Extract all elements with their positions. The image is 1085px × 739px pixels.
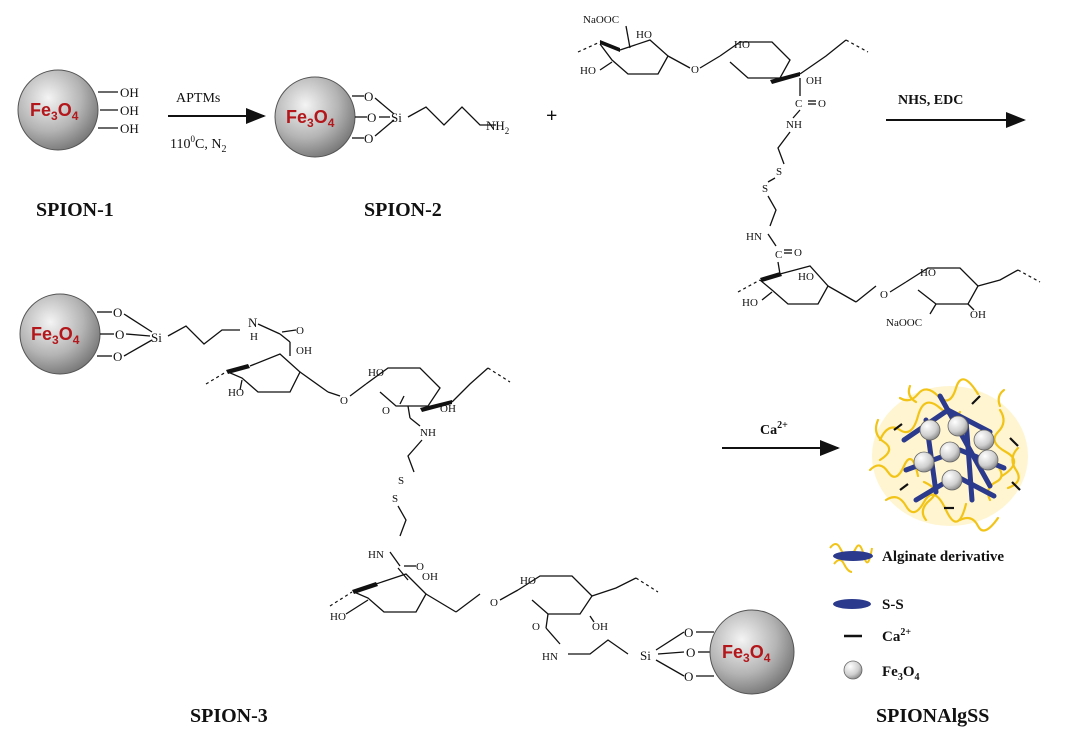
spionalgss-nanoparticle <box>868 378 1028 532</box>
svg-text:S: S <box>762 183 768 195</box>
svg-text:O: O <box>532 621 540 633</box>
svg-text:S: S <box>392 493 398 505</box>
svg-text:OH: OH <box>296 345 312 357</box>
svg-text:H: H <box>250 331 258 343</box>
svg-text:OH: OH <box>440 403 456 415</box>
step-3-arrow: Ca2+ <box>722 420 840 456</box>
svg-text:O: O <box>818 98 826 110</box>
particle-label: Fe3O4 <box>286 107 335 130</box>
svg-text:NH: NH <box>786 119 802 131</box>
svg-text:O: O <box>684 669 693 684</box>
svg-text:HO: HO <box>734 39 750 51</box>
plus-sign: + <box>546 105 557 127</box>
svg-text:OH: OH <box>806 75 822 87</box>
svg-text:S-S: S-S <box>882 597 904 613</box>
spion-1-particle: Fe3O4 OH OH OH <box>17 69 139 151</box>
svg-text:O: O <box>364 89 373 104</box>
svg-text:O: O <box>416 561 424 573</box>
spion-3-structure: Fe3O4 O O O Si N H O OH HO O HO <box>19 293 795 695</box>
svg-text:Fe3O4: Fe3O4 <box>882 664 920 683</box>
amine-label: NH2 <box>486 118 509 136</box>
svg-text:O: O <box>296 325 304 337</box>
svg-text:HO: HO <box>368 367 384 379</box>
svg-text:Si: Si <box>640 648 651 663</box>
svg-text:NH: NH <box>420 427 436 439</box>
hydroxyl-label: OH <box>120 121 139 136</box>
svg-text:HO: HO <box>520 575 536 587</box>
svg-text:NaOOC: NaOOC <box>886 317 922 329</box>
step-1-conditions: 1100C, N2 <box>170 134 226 155</box>
step-2-arrow: NHS, EDC <box>886 93 1026 128</box>
silicon-label: Si <box>391 110 402 125</box>
spion-1-name: SPION-1 <box>36 199 114 221</box>
spion-2-particle: Fe3O4 O O O Si NH2 <box>274 76 509 158</box>
step-2-reagent: NHS, EDC <box>898 93 963 108</box>
svg-text:HO: HO <box>920 267 936 279</box>
svg-text:O: O <box>691 64 699 76</box>
spion-3-name: SPION-3 <box>190 705 268 727</box>
svg-text:S: S <box>398 475 404 487</box>
svg-text:HN: HN <box>542 651 558 663</box>
svg-text:OH: OH <box>422 571 438 583</box>
svg-text:HN: HN <box>746 231 762 243</box>
step-1-arrow: APTMs 1100C, N2 <box>168 91 266 155</box>
legend-item-calcium: Ca2+ <box>844 627 911 645</box>
svg-text:O: O <box>340 395 348 407</box>
legend-item-alginate: Alginate derivative <box>829 543 1004 573</box>
svg-text:HO: HO <box>636 29 652 41</box>
svg-text:N: N <box>248 315 258 330</box>
product-name: SPIONAlgSS <box>876 705 989 727</box>
svg-text:Ca2+: Ca2+ <box>882 627 911 645</box>
svg-text:HO: HO <box>742 297 758 309</box>
svg-text:O: O <box>686 645 695 660</box>
svg-text:HO: HO <box>580 65 596 77</box>
svg-text:O: O <box>367 110 376 125</box>
svg-text:HO: HO <box>330 611 346 623</box>
svg-text:HO: HO <box>228 387 244 399</box>
svg-text:O: O <box>880 289 888 301</box>
svg-text:HN: HN <box>368 549 384 561</box>
hydroxyl-label: OH <box>120 103 139 118</box>
legend-item-particle: Fe3O4 <box>843 660 920 683</box>
svg-text:O: O <box>364 131 373 146</box>
alginate-disulfide-structure: NaOOC HO HO O HO OH C O NH S S HN C O <box>577 14 1041 329</box>
svg-text:Alginate derivative: Alginate derivative <box>882 549 1004 565</box>
svg-text:OH: OH <box>970 309 986 321</box>
svg-text:O: O <box>113 305 122 320</box>
step-1-reagent: APTMs <box>176 91 220 106</box>
spion-2-name: SPION-2 <box>364 199 442 221</box>
svg-text:O: O <box>684 625 693 640</box>
hydroxyl-label: OH <box>120 85 139 100</box>
svg-text:C: C <box>775 249 782 261</box>
svg-text:O: O <box>115 327 124 342</box>
svg-text:HO: HO <box>798 271 814 283</box>
svg-text:O: O <box>490 597 498 609</box>
legend: Alginate derivative S-S Ca2+ Fe3O4 <box>829 543 1004 683</box>
svg-text:OH: OH <box>592 621 608 633</box>
svg-text:S: S <box>776 166 782 178</box>
particle-label: Fe3O4 <box>30 100 79 123</box>
svg-text:C: C <box>795 98 802 110</box>
svg-text:NaOOC: NaOOC <box>583 14 619 26</box>
svg-text:O: O <box>382 405 390 417</box>
svg-text:O: O <box>794 247 802 259</box>
legend-item-disulfide: S-S <box>833 597 904 613</box>
particle-label: Fe3O4 <box>31 324 80 347</box>
svg-text:Si: Si <box>151 330 162 345</box>
step-3-reagent: Ca2+ <box>760 420 788 438</box>
particle-label: Fe3O4 <box>722 642 771 665</box>
svg-text:O: O <box>113 349 122 364</box>
